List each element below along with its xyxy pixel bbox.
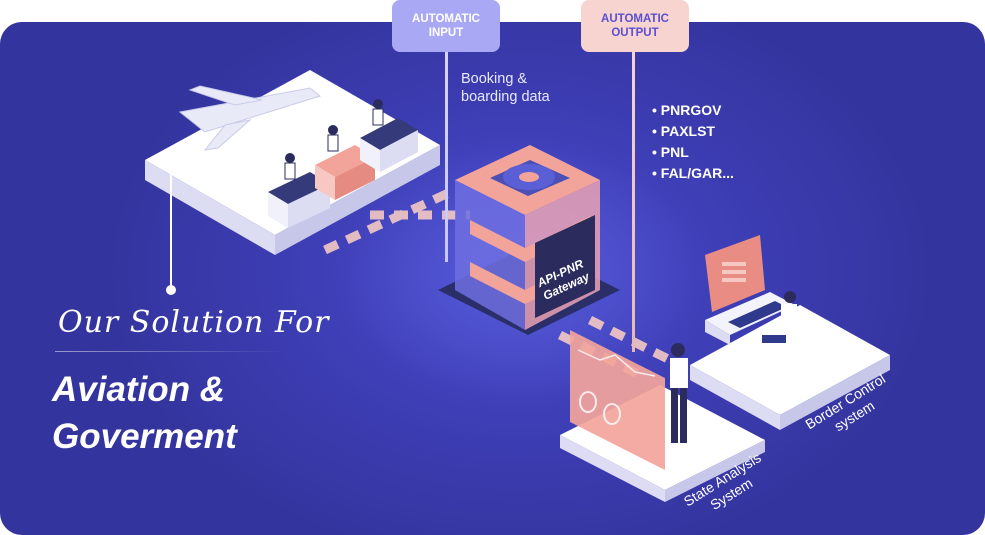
automatic-input-line2: INPUT: [428, 27, 464, 39]
airplane-icon: [178, 85, 322, 151]
booking-line2: boarding data: [461, 89, 550, 105]
check-in-desks: [268, 99, 418, 228]
automatic-output-line2: OUTPUT: [611, 27, 659, 39]
airport-platform: [145, 70, 440, 255]
airport-pointer-line: [170, 165, 172, 287]
output-format-item: FAL/GAR...: [652, 163, 734, 184]
automatic-output-tag: AUTOMATIC OUTPUT: [581, 0, 689, 52]
gateway-server: [438, 145, 620, 335]
booking-data-label: Booking & boarding data: [461, 70, 550, 106]
automatic-input-line1: AUTOMATIC: [412, 13, 480, 25]
script-heading: Our Solution For: [58, 305, 330, 340]
output-format-item: PNRGOV: [652, 100, 734, 121]
airport-pointer-dot: [166, 285, 176, 295]
automatic-input-tag: AUTOMATIC INPUT: [392, 0, 500, 52]
input-connector-line: [445, 52, 448, 262]
state-analysis-platform: [560, 330, 765, 502]
output-connector-line: [632, 52, 635, 352]
output-format-item: PNL: [652, 142, 734, 163]
output-format-item: PAXLST: [652, 121, 734, 142]
output-format-list: PNRGOV PAXLST PNL FAL/GAR...: [652, 100, 734, 184]
main-heading-line2: Goverment: [52, 417, 237, 456]
gear-icon: [503, 164, 555, 190]
border-control-platform: [690, 235, 890, 430]
automatic-output-line1: AUTOMATIC: [601, 13, 669, 25]
data-path-airport-to-gateway: [323, 185, 470, 255]
booking-line1: Booking &: [461, 71, 528, 87]
heading-divider: [55, 351, 285, 352]
main-heading-line1: Aviation &: [52, 370, 226, 409]
main-heading: Aviation & Goverment: [52, 366, 237, 460]
